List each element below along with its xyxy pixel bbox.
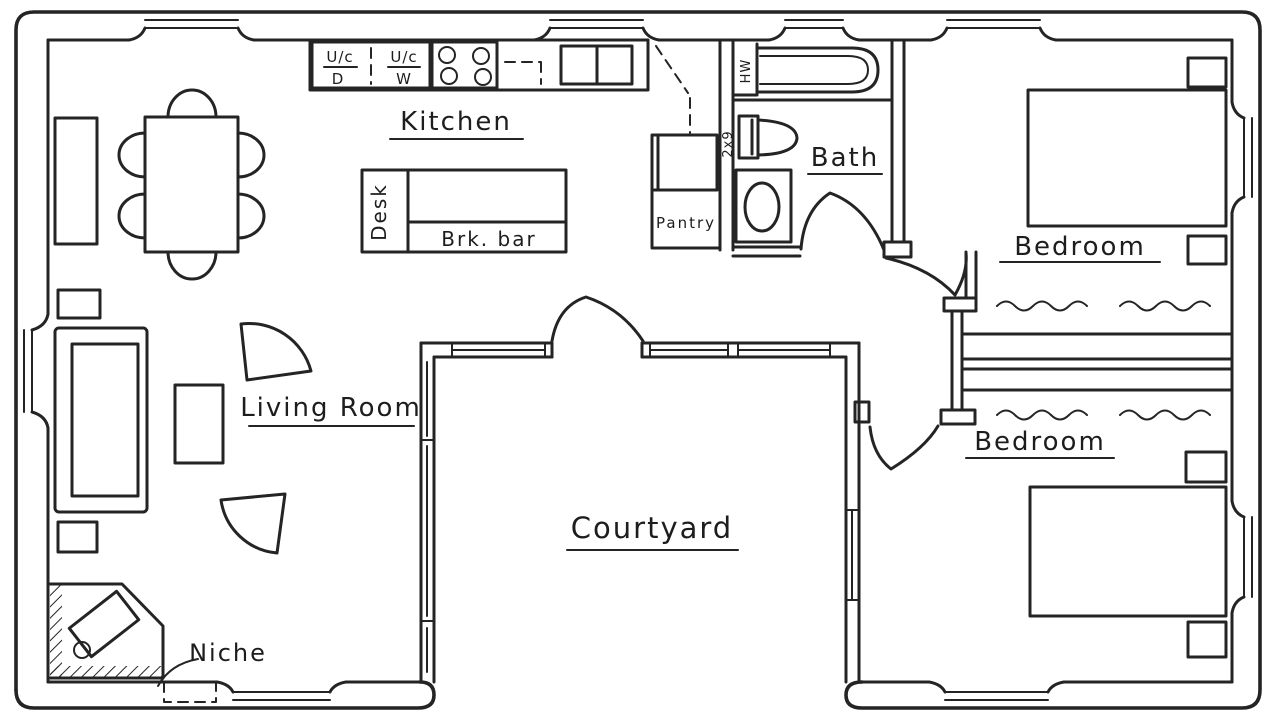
svg-text:W: W bbox=[396, 70, 412, 88]
hot-water-heater-label: HW bbox=[739, 59, 754, 84]
fireplace-niche bbox=[48, 582, 217, 703]
svg-text:D: D bbox=[332, 70, 345, 88]
dining-chair bbox=[117, 131, 147, 179]
under-counter-washer-label: U/c W bbox=[387, 48, 421, 88]
kitchen-label: Kitchen bbox=[400, 107, 512, 137]
corner-desk bbox=[67, 589, 141, 659]
outer-walls bbox=[14, 10, 1262, 710]
courtyard-label: Courtyard bbox=[571, 511, 733, 545]
sofa bbox=[53, 326, 149, 514]
interior-walls bbox=[718, 38, 978, 426]
niche-leader-line bbox=[157, 658, 199, 687]
svg-text:U/c: U/c bbox=[326, 48, 353, 66]
bath-room bbox=[731, 42, 894, 252]
door-arc bbox=[550, 295, 645, 343]
window bbox=[451, 343, 546, 357]
desk-label: Desk bbox=[367, 183, 391, 241]
window bbox=[846, 509, 859, 601]
window bbox=[532, 19, 661, 42]
dining-chair bbox=[236, 192, 266, 240]
window bbox=[767, 19, 861, 42]
niche-outline bbox=[163, 681, 217, 703]
niche-label: Niche bbox=[189, 639, 267, 667]
closet-rod-clothes bbox=[996, 300, 1211, 312]
bedroom-bottom bbox=[868, 424, 1228, 659]
living-room-area bbox=[53, 288, 313, 555]
door-arc bbox=[884, 251, 968, 297]
stove bbox=[430, 40, 499, 90]
living-room-label: Living Room bbox=[240, 393, 422, 423]
wall-dimension-label: 2x9 bbox=[721, 130, 736, 157]
nightstand bbox=[1186, 620, 1228, 659]
window bbox=[127, 19, 256, 42]
nightstand bbox=[1186, 56, 1228, 89]
bathtub bbox=[755, 46, 880, 94]
stool bbox=[73, 641, 91, 659]
door-arc bbox=[868, 424, 940, 471]
bed bbox=[1028, 485, 1228, 618]
bedroom-bottom-label: Bedroom bbox=[974, 427, 1106, 457]
bathroom-vanity bbox=[734, 168, 793, 244]
end-table bbox=[56, 520, 99, 554]
courtyard-walls bbox=[419, 295, 861, 684]
window bbox=[23, 312, 50, 430]
nightstand bbox=[1186, 234, 1228, 266]
kitchen-sink bbox=[559, 44, 634, 86]
exterior-windows bbox=[23, 19, 1253, 701]
window bbox=[929, 19, 1058, 42]
bedroom-top-label: Bedroom bbox=[1014, 232, 1146, 262]
armchair bbox=[219, 492, 287, 555]
water-heater bbox=[731, 42, 759, 97]
refrigerator bbox=[650, 133, 719, 192]
dining-table bbox=[143, 115, 240, 254]
stove-burners bbox=[438, 46, 492, 86]
buffet bbox=[53, 116, 99, 246]
armchair bbox=[239, 321, 313, 382]
dining-chair bbox=[166, 250, 218, 281]
window bbox=[927, 680, 1066, 701]
dining-chair bbox=[236, 131, 266, 179]
under-counter-dishwasher-label: U/c D bbox=[323, 48, 358, 88]
wall-pilaster bbox=[942, 296, 978, 313]
desk-breakfast-bar bbox=[360, 168, 568, 254]
pantry-label: Pantry bbox=[656, 214, 716, 232]
kitchen-counter bbox=[308, 38, 650, 92]
end-table bbox=[56, 288, 102, 320]
window bbox=[649, 343, 831, 357]
coffee-table bbox=[173, 383, 225, 465]
window bbox=[1230, 100, 1253, 215]
svg-text:U/c: U/c bbox=[390, 48, 417, 66]
toilet bbox=[737, 114, 799, 160]
window bbox=[1230, 499, 1253, 615]
bath-label: Bath bbox=[811, 143, 879, 173]
dining-chair bbox=[117, 192, 147, 240]
pantry-room bbox=[650, 188, 722, 250]
window bbox=[421, 361, 434, 673]
dining-chair bbox=[166, 88, 218, 119]
door-arc bbox=[799, 191, 886, 252]
under-counter-appliances bbox=[310, 40, 432, 90]
breakfast-bar-label: Brk. bar bbox=[441, 227, 536, 251]
closets bbox=[961, 300, 1234, 421]
closet-rod-clothes bbox=[996, 409, 1211, 421]
wall-pilaster bbox=[853, 400, 871, 424]
kitchen-area bbox=[308, 38, 722, 254]
dining-area bbox=[53, 88, 266, 281]
wall-pilaster bbox=[939, 408, 977, 426]
bedroom-top bbox=[884, 56, 1228, 297]
nightstand bbox=[1184, 450, 1228, 484]
window bbox=[215, 680, 348, 701]
wall-pilaster bbox=[882, 240, 913, 259]
bed bbox=[1026, 88, 1228, 228]
